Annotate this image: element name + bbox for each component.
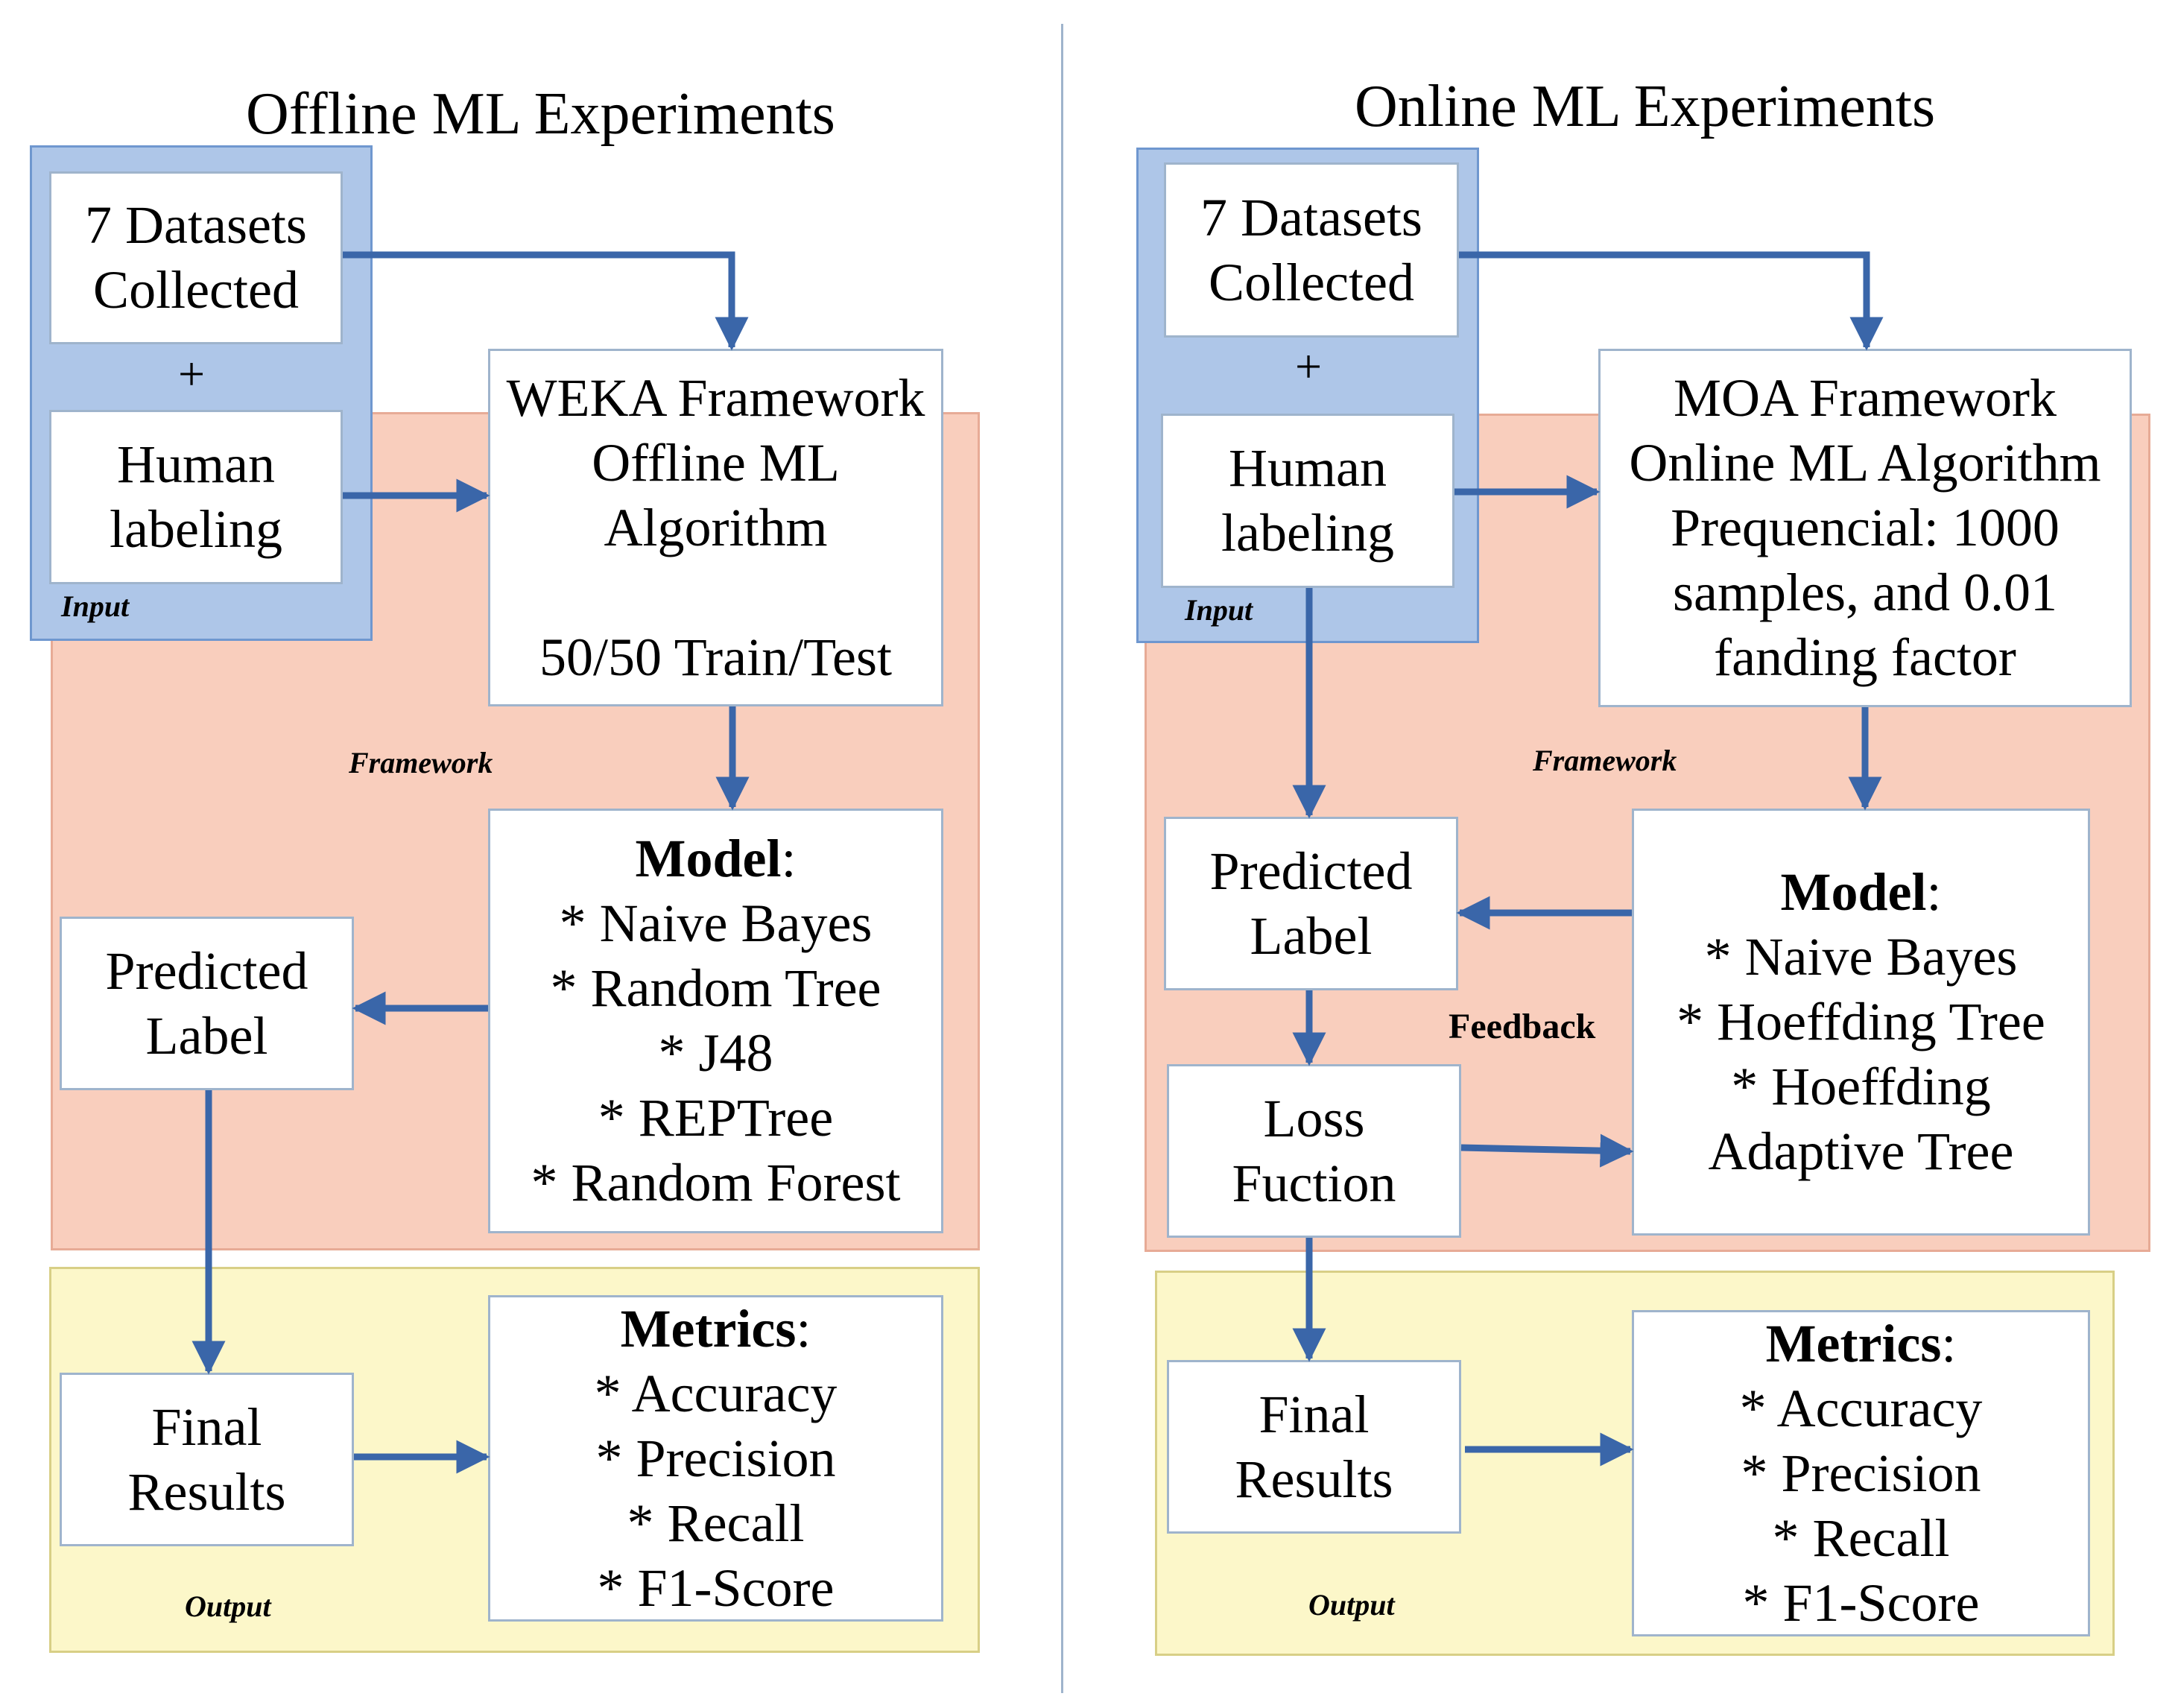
- panel-divider: [1061, 24, 1063, 1693]
- online-human-labeling-box: Human labeling: [1161, 414, 1454, 588]
- online-model-title: Model: [1780, 862, 1927, 922]
- offline-arrow-datasets-to-weka: [343, 251, 749, 351]
- online-framework-line: MOA Framework: [1674, 368, 2057, 428]
- offline-datasets-box: 7 Datasets Collected: [49, 171, 343, 344]
- offline-model-title: Model: [635, 829, 782, 888]
- online-arrow-datasets-to-moa: [1459, 251, 1884, 351]
- online-output-label: Output: [1308, 1588, 1395, 1622]
- online-predicted-line: Label: [1250, 905, 1373, 966]
- offline-final-line: Results: [127, 1461, 286, 1522]
- online-datasets-box: 7 Datasets Collected: [1164, 162, 1459, 338]
- offline-model-item: * Random Tree: [550, 958, 881, 1018]
- offline-model-item: * Random Forest: [531, 1153, 901, 1212]
- online-framework-line: fanding factor: [1714, 627, 2016, 687]
- offline-metrics-title: Metrics: [620, 1298, 797, 1359]
- offline-final-line: Final: [151, 1397, 262, 1457]
- offline-model-item: * J48: [658, 1023, 773, 1083]
- offline-framework-line: WEKA Framework: [506, 367, 925, 428]
- online-plus: +: [1294, 340, 1323, 393]
- online-moa-framework-box: MOA Framework Online ML Algorithm Preque…: [1598, 349, 2132, 707]
- online-model-item: * Naive Bayes: [1704, 927, 2018, 987]
- online-model-item: * Hoeffding Tree: [1677, 992, 2045, 1051]
- offline-framework-label: Framework: [349, 746, 493, 779]
- online-final-line: Final: [1259, 1384, 1370, 1444]
- online-framework-line: Prequencial: 1000: [1671, 498, 2060, 557]
- offline-metrics-item: * Accuracy: [594, 1363, 838, 1423]
- offline-plus: +: [177, 347, 206, 400]
- online-arrow-loss-to-model: [1460, 1133, 1634, 1168]
- online-human-line: labeling: [1221, 503, 1394, 563]
- online-model-item: Adaptive Tree: [1708, 1122, 2014, 1181]
- online-loss-line: Loss: [1263, 1088, 1365, 1148]
- offline-datasets-line: Collected: [93, 260, 299, 320]
- offline-predicted-line: Predicted: [105, 940, 308, 1001]
- online-loss-function-box: Loss Fuction: [1167, 1064, 1461, 1238]
- online-datasets-line: 7 Datasets: [1200, 187, 1422, 247]
- offline-framework-line: 50/50 Train/Test: [539, 627, 893, 687]
- offline-framework-line: Offline ML: [592, 432, 840, 493]
- online-metrics-item: * F1-Score: [1742, 1572, 1980, 1633]
- offline-model-box: Model: * Naive Bayes * Random Tree * J48…: [488, 809, 943, 1233]
- offline-metrics-box: Metrics: * Accuracy * Precision * Recall…: [488, 1295, 943, 1622]
- offline-predicted-line: Label: [145, 1005, 268, 1066]
- online-datasets-line: Collected: [1209, 252, 1414, 312]
- online-framework-label: Framework: [1533, 744, 1677, 777]
- offline-model-item: * REPTree: [598, 1088, 834, 1148]
- offline-human-line: labeling: [110, 499, 282, 559]
- online-final-line: Results: [1235, 1449, 1393, 1509]
- online-framework-line: Online ML Algorithm: [1629, 433, 2101, 493]
- online-model-heading: Model:: [1780, 862, 1942, 922]
- offline-metrics-item: * F1-Score: [597, 1557, 835, 1618]
- online-loss-line: Fuction: [1232, 1153, 1396, 1213]
- online-model-box: Model: * Naive Bayes * Hoeffding Tree * …: [1632, 809, 2090, 1236]
- offline-model-heading: Model:: [635, 829, 797, 888]
- online-human-line: Human: [1229, 438, 1387, 498]
- offline-human-line: Human: [117, 434, 275, 494]
- online-final-results-box: Final Results: [1167, 1360, 1461, 1534]
- offline-human-labeling-box: Human labeling: [49, 410, 343, 584]
- online-metrics-item: * Recall: [1772, 1508, 1950, 1568]
- offline-title: Offline ML Experiments: [246, 81, 835, 147]
- online-metrics-item: * Accuracy: [1739, 1378, 1983, 1438]
- online-title: Online ML Experiments: [1355, 74, 1936, 139]
- offline-datasets-line: 7 Datasets: [85, 195, 307, 255]
- online-framework-line: samples, and 0.01: [1673, 563, 2057, 622]
- offline-input-label: Input: [61, 589, 130, 623]
- offline-framework-line: Algorithm: [604, 497, 828, 557]
- offline-model-item: * Naive Bayes: [559, 893, 873, 953]
- online-metrics-heading: Metrics:: [1765, 1313, 1957, 1373]
- online-input-label: Input: [1185, 593, 1253, 627]
- offline-predicted-label-box: Predicted Label: [60, 917, 354, 1090]
- offline-output-label: Output: [185, 1590, 271, 1623]
- offline-final-results-box: Final Results: [60, 1373, 354, 1546]
- online-predicted-line: Predicted: [1209, 841, 1413, 901]
- offline-weka-framework-box: WEKA Framework Offline ML Algorithm 50/5…: [488, 349, 943, 706]
- offline-metrics-item: * Precision: [595, 1428, 836, 1488]
- offline-metrics-heading: Metrics:: [620, 1298, 811, 1359]
- offline-metrics-item: * Recall: [627, 1493, 805, 1553]
- online-model-item: * Hoeffding: [1731, 1057, 1991, 1116]
- online-metrics-item: * Precision: [1741, 1443, 1981, 1503]
- online-metrics-title: Metrics: [1765, 1313, 1942, 1373]
- online-feedback-label: Feedback: [1449, 1007, 1596, 1046]
- online-metrics-box: Metrics: * Accuracy * Precision * Recall…: [1632, 1310, 2090, 1636]
